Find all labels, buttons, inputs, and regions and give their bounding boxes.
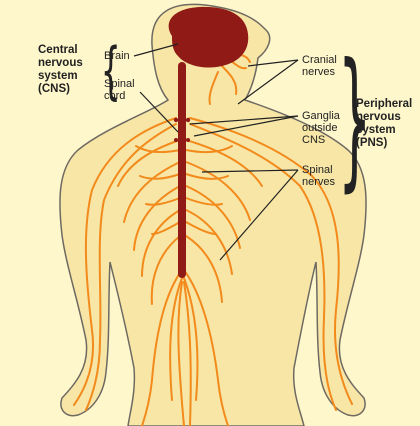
cns-bracket: { — [100, 34, 121, 107]
spinal-cord-label: Spinal cord — [104, 78, 135, 102]
ganglia-marks — [173, 117, 191, 142]
pns-group-label: Peripheral nervous system (PNS) — [356, 98, 413, 149]
pns-bracket: } — [338, 32, 372, 206]
central-nervous-system — [168, 6, 249, 278]
spinal-cord-shape — [178, 62, 186, 278]
cranial-nerves-label: Cranial nerves — [302, 54, 337, 78]
brain-label: Brain — [104, 50, 130, 62]
ganglia-label: Ganglia outside CNS — [302, 110, 340, 146]
spinal-nerves-label: Spinal nerves — [302, 164, 336, 188]
body-silhouette — [59, 3, 367, 426]
cns-group-label: Central nervous system (CNS) — [38, 44, 83, 95]
peripheral-nerves — [73, 53, 353, 426]
leader-lines — [133, 43, 299, 261]
brain-shape — [168, 6, 249, 68]
